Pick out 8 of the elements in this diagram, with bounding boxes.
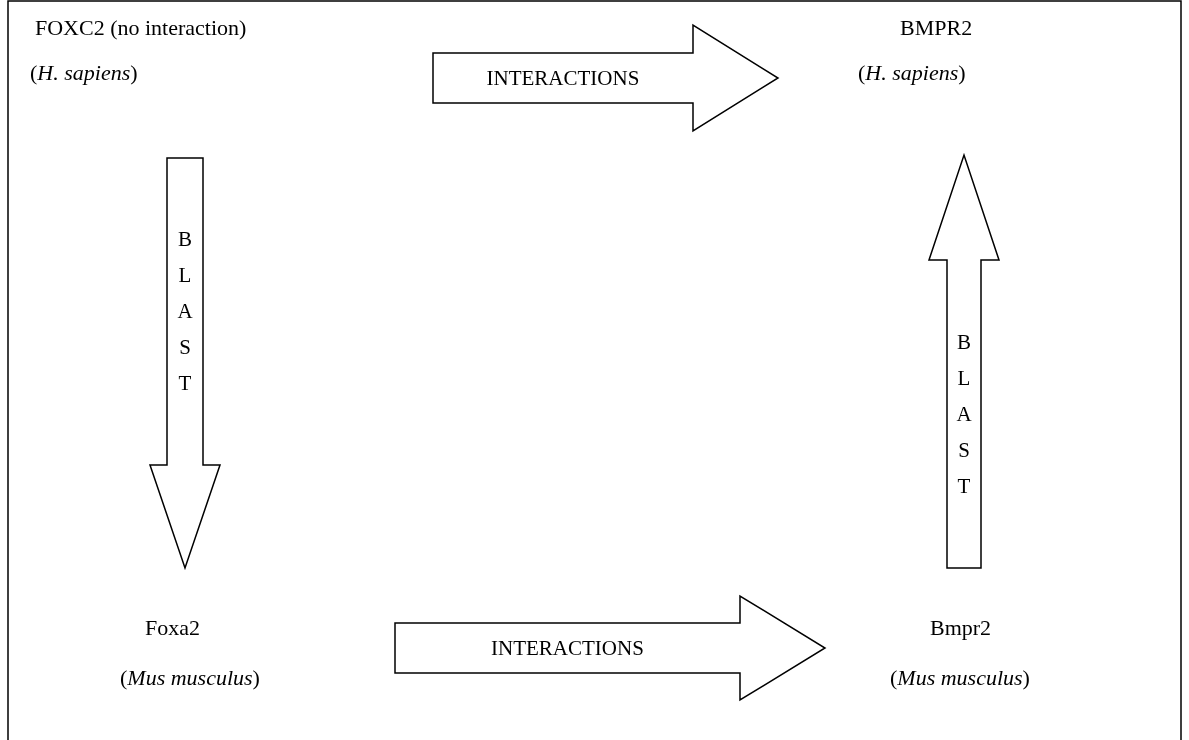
species-name: (Mus musculus): [120, 665, 260, 692]
gene-name: FOXC2 (no interaction): [35, 15, 247, 42]
gene-name: BMPR2: [900, 15, 973, 42]
species-name: (Mus musculus): [890, 665, 1030, 692]
gene-name: Foxa2: [145, 615, 200, 642]
species-name: (H. sapiens): [858, 60, 966, 87]
gene-name: Bmpr2: [930, 615, 992, 642]
species-name: (H. sapiens): [30, 60, 138, 87]
